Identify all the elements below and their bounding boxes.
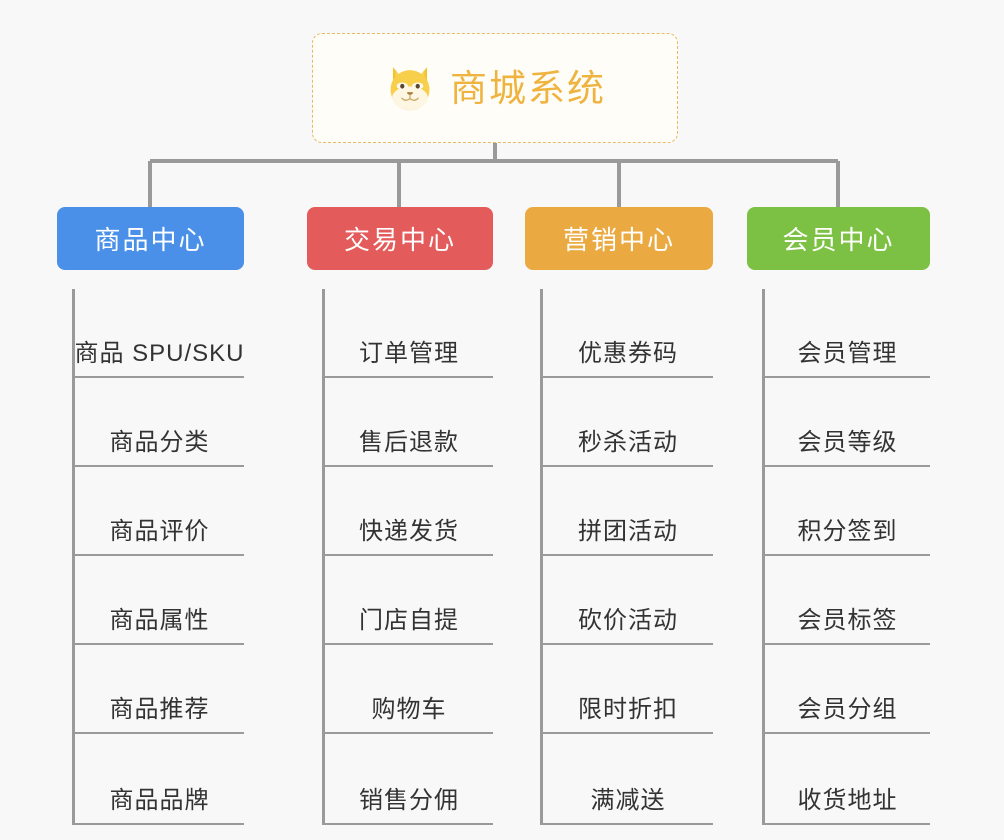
leaf-label: 限时折扣: [578, 696, 678, 723]
category-column-1: 商品中心 商品 SPU/SKU 商品分类 商品评价 商品属性 商品推荐 商品品牌: [57, 207, 244, 825]
leaf-label: 会员标签: [797, 607, 898, 634]
leaf-list-1: 商品 SPU/SKU 商品分类 商品评价 商品属性 商品推荐 商品品牌: [72, 289, 244, 825]
leaf-label: 门店自提: [359, 607, 459, 634]
leaf-item[interactable]: 商品推荐: [75, 645, 244, 734]
leaf-label: 积分签到: [797, 518, 898, 545]
leaf-item[interactable]: 商品分类: [75, 378, 244, 467]
category-label-3: 营销中心: [562, 225, 675, 255]
leaf-label: 商品品牌: [109, 787, 210, 814]
leaf-item[interactable]: 优惠券码: [543, 289, 713, 378]
leaf-label: 拼团活动: [578, 518, 678, 545]
leaf-label: 秒杀活动: [578, 429, 678, 456]
leaf-label: 优惠券码: [578, 340, 678, 367]
leaf-item[interactable]: 会员管理: [765, 289, 930, 378]
leaf-label: 会员管理: [797, 340, 898, 367]
leaf-item[interactable]: 拼团活动: [543, 467, 713, 556]
leaf-item[interactable]: 商品品牌: [75, 734, 244, 825]
leaf-item[interactable]: 商品 SPU/SKU: [74, 289, 244, 378]
leaf-label: 商品分类: [109, 429, 210, 456]
leaf-item[interactable]: 积分签到: [765, 467, 930, 556]
leaf-item[interactable]: 商品属性: [75, 556, 244, 645]
leaf-item[interactable]: 限时折扣: [543, 645, 713, 734]
leaf-item[interactable]: 商品评价: [75, 467, 244, 556]
leaf-label: 砍价活动: [578, 607, 678, 634]
leaf-item[interactable]: 销售分佣: [325, 734, 493, 825]
leaf-item[interactable]: 会员分组: [765, 645, 930, 734]
leaf-label: 会员分组: [797, 696, 898, 723]
leaf-label: 购物车: [371, 696, 447, 723]
leaf-label: 订单管理: [359, 340, 459, 367]
leaf-item[interactable]: 售后退款: [325, 378, 493, 467]
category-label-2: 交易中心: [343, 225, 456, 255]
root-node[interactable]: 商城系统: [312, 33, 678, 143]
leaf-item[interactable]: 会员标签: [765, 556, 930, 645]
leaf-item[interactable]: 秒杀活动: [543, 378, 713, 467]
leaf-label: 商品评价: [109, 518, 210, 545]
leaf-item[interactable]: 门店自提: [325, 556, 493, 645]
leaf-item[interactable]: 快递发货: [325, 467, 493, 556]
leaf-label: 快递发货: [359, 518, 459, 545]
root-title: 商城系统: [450, 67, 606, 109]
category-label-1: 商品中心: [94, 225, 207, 255]
shiba-dog-face-icon: [390, 66, 430, 111]
leaf-item[interactable]: 收货地址: [765, 734, 930, 825]
leaf-label: 商品 SPU/SKU: [74, 340, 245, 367]
category-box-1[interactable]: 商品中心: [57, 207, 244, 270]
leaf-item[interactable]: 满减送: [543, 734, 713, 825]
leaf-label: 商品推荐: [109, 696, 210, 723]
category-box-4[interactable]: 会员中心: [747, 207, 930, 270]
category-column-3: 营销中心 优惠券码 秒杀活动 拼团活动 砍价活动 限时折扣 满减送: [525, 207, 713, 825]
leaf-label: 收货地址: [797, 787, 898, 814]
category-box-3[interactable]: 营销中心: [525, 207, 713, 270]
leaf-list-2: 订单管理 售后退款 快递发货 门店自提 购物车 销售分佣: [322, 289, 493, 825]
leaf-item[interactable]: 购物车: [325, 645, 493, 734]
leaf-label: 商品属性: [109, 607, 210, 634]
leaf-label: 销售分佣: [359, 787, 459, 814]
leaf-item[interactable]: 订单管理: [325, 289, 493, 378]
leaf-list-4: 会员管理 会员等级 积分签到 会员标签 会员分组 收货地址: [762, 289, 930, 825]
category-column-4: 会员中心 会员管理 会员等级 积分签到 会员标签 会员分组 收货地址: [747, 207, 930, 825]
leaf-list-3: 优惠券码 秒杀活动 拼团活动 砍价活动 限时折扣 满减送: [540, 289, 713, 825]
leaf-label: 售后退款: [359, 429, 459, 456]
leaf-item[interactable]: 会员等级: [765, 378, 930, 467]
category-label-4: 会员中心: [782, 225, 895, 255]
leaf-label: 满减送: [590, 787, 666, 814]
category-column-2: 交易中心 订单管理 售后退款 快递发货 门店自提 购物车 销售分佣: [307, 207, 493, 825]
leaf-item[interactable]: 砍价活动: [543, 556, 713, 645]
category-box-2[interactable]: 交易中心: [307, 207, 493, 270]
leaf-label: 会员等级: [797, 429, 898, 456]
